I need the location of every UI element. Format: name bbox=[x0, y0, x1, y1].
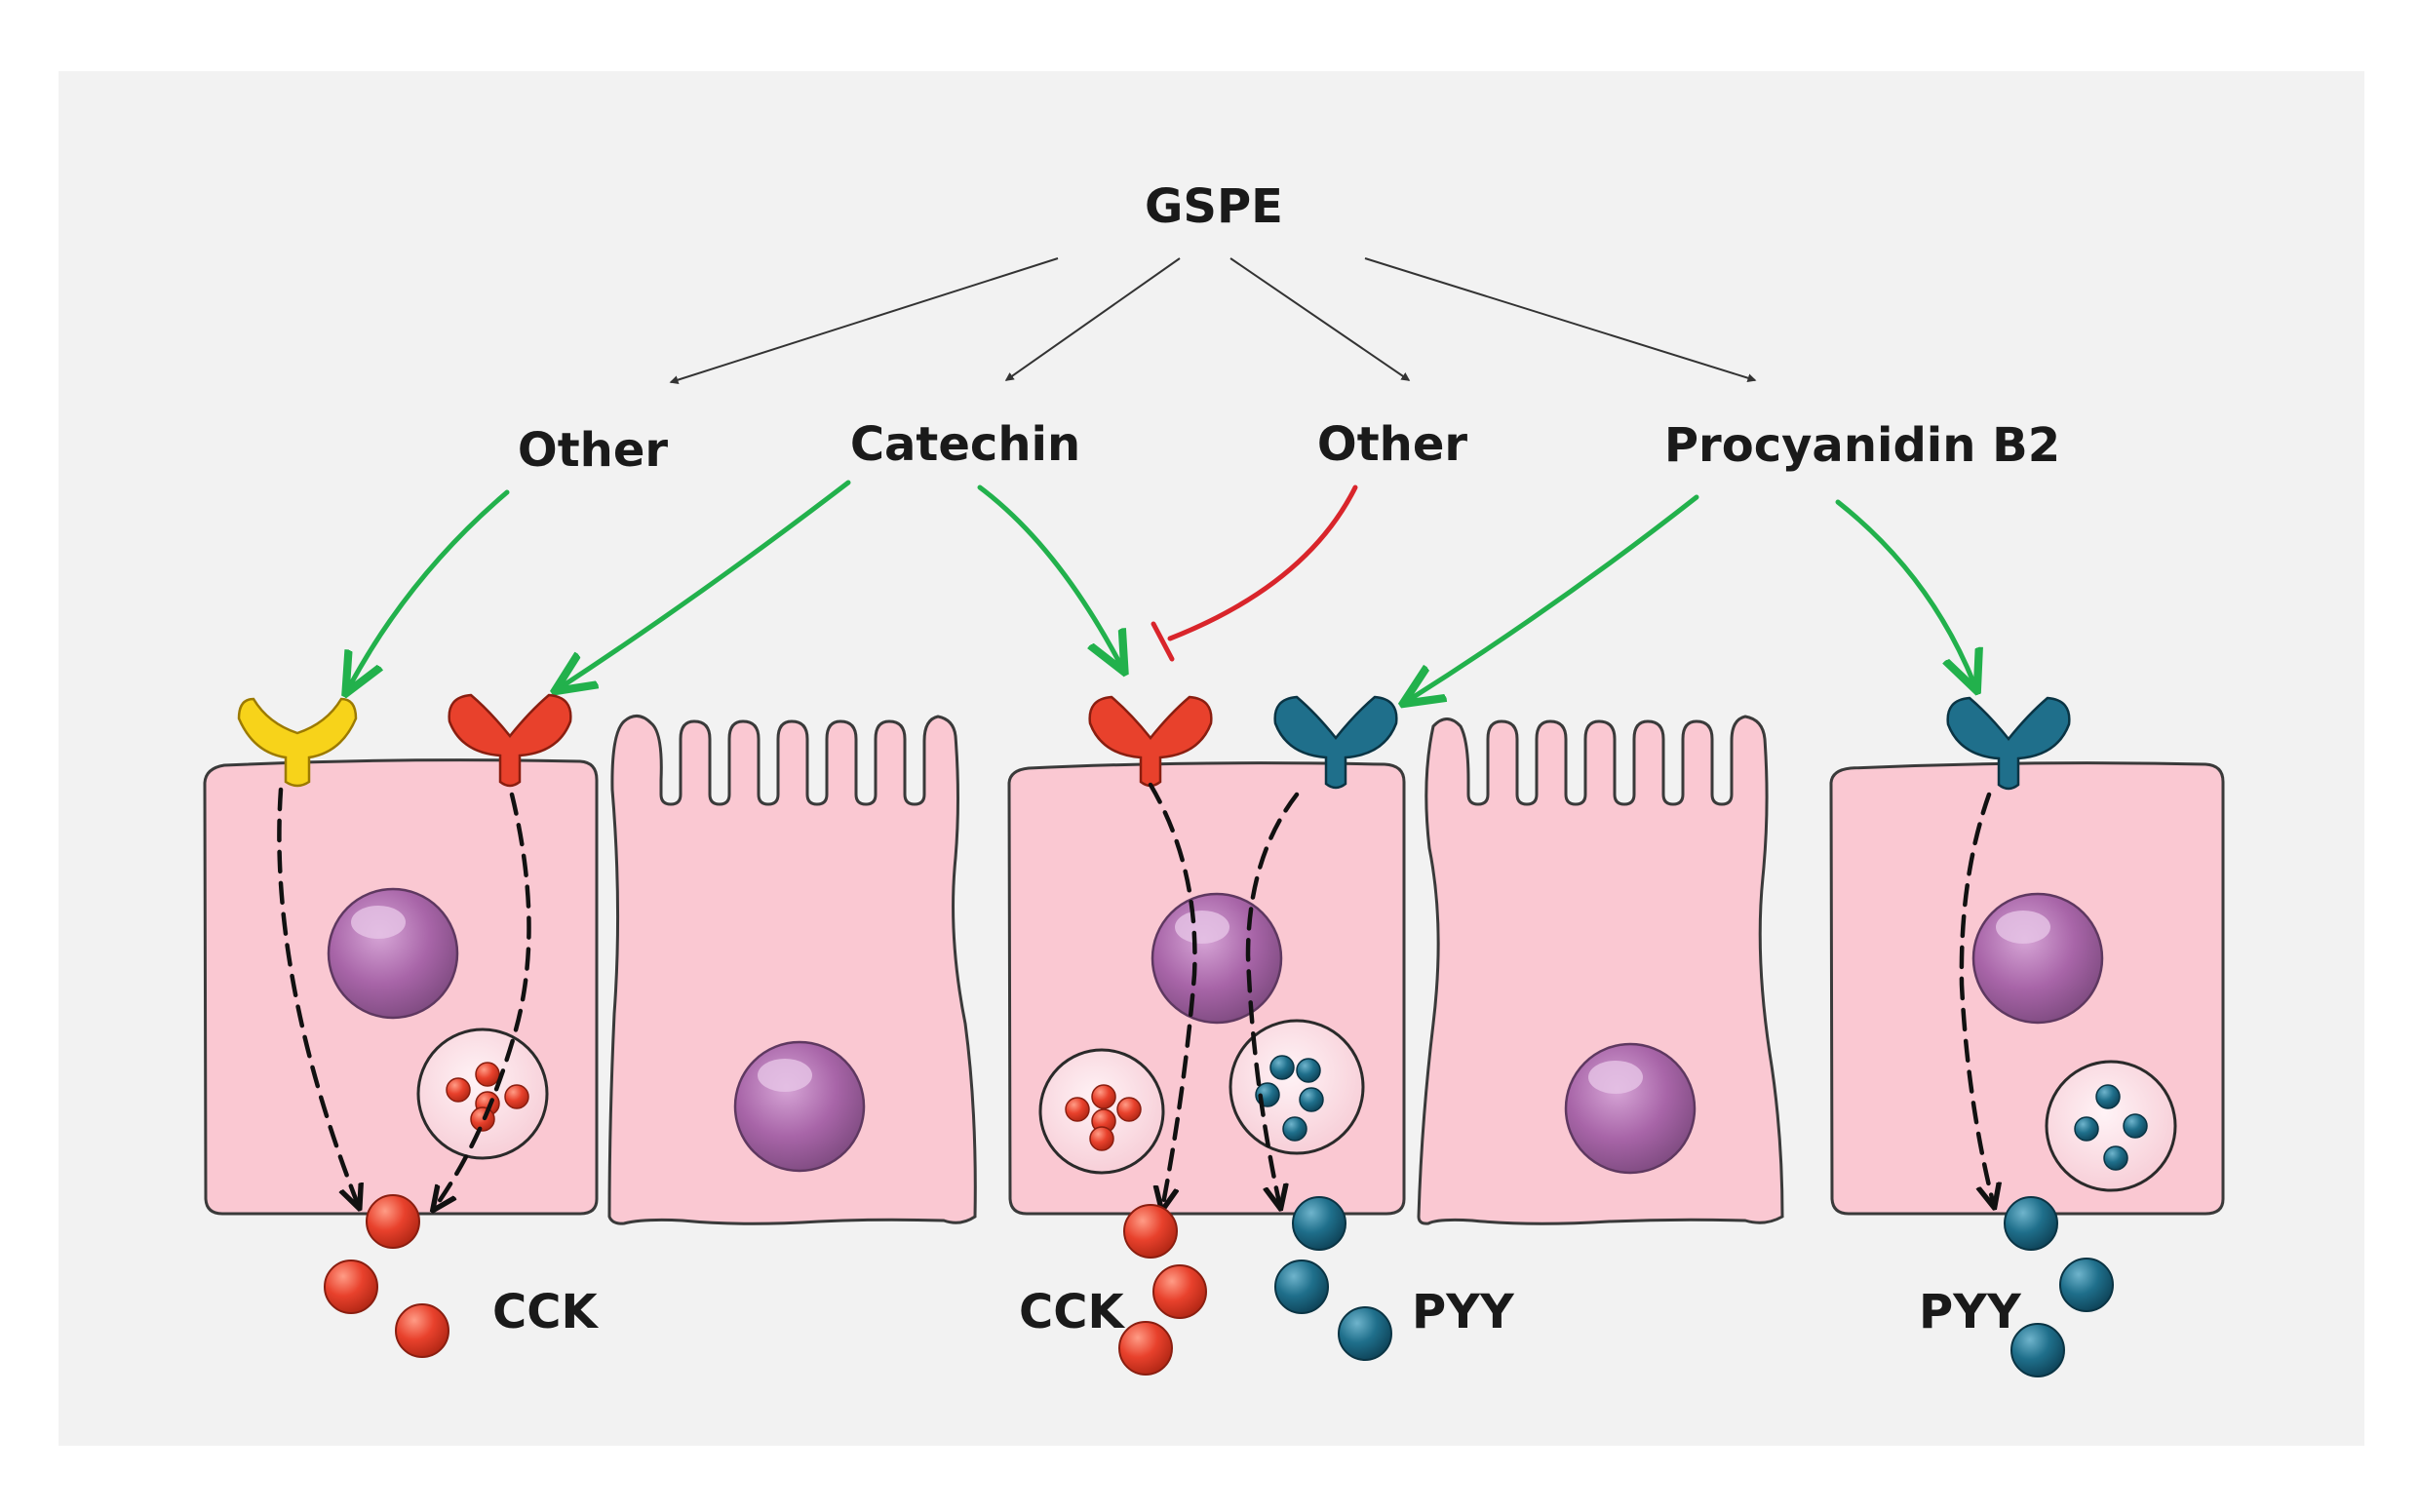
label-other-right: Other bbox=[1317, 417, 1467, 472]
cck-granule bbox=[1123, 1204, 1178, 1259]
arrow-gspe-to-procyanidin bbox=[1364, 257, 1757, 383]
path-red-receptor-to-cck bbox=[434, 792, 531, 1209]
diagram-background bbox=[59, 71, 2364, 1446]
pyy-granule bbox=[2004, 1196, 2058, 1251]
receptor-teal-cell-3 bbox=[1946, 696, 2071, 791]
arrow-procyanidin-to-teal-receptor-middle bbox=[1409, 494, 1699, 700]
arrow-catechin-to-red-receptor-middle bbox=[977, 485, 1121, 666]
cck-granule bbox=[324, 1260, 378, 1314]
cck-granule bbox=[395, 1303, 449, 1358]
nucleus-highlights bbox=[351, 906, 2050, 1094]
pyy-granule bbox=[2059, 1258, 2114, 1312]
label-other-left: Other bbox=[518, 423, 668, 478]
path-yellow-receptor-to-cck bbox=[277, 787, 359, 1207]
vesicle-pyy-cell-2 bbox=[1229, 1019, 1365, 1155]
enterocyte-1 bbox=[607, 715, 977, 1225]
label-gspe: GSPE bbox=[1145, 179, 1283, 234]
receptor-red-cell-1 bbox=[448, 693, 572, 788]
activation-arrows bbox=[349, 480, 1974, 700]
signalling-paths bbox=[277, 782, 1994, 1209]
label-pyy-right: PYY bbox=[1919, 1285, 2022, 1339]
pyy-granule bbox=[1338, 1306, 1392, 1361]
pyy-granule bbox=[1274, 1260, 1329, 1314]
cck-granule bbox=[1118, 1321, 1173, 1376]
pyy-granule bbox=[2010, 1323, 2065, 1377]
arrow-other-to-yellow-receptor bbox=[349, 489, 510, 687]
receptor-yellow-cell-1 bbox=[237, 697, 358, 788]
inhibition-bar bbox=[1151, 621, 1175, 662]
path-teal-receptor-cell-2-to-pyy bbox=[1245, 792, 1300, 1207]
receptor-teal-cell-2 bbox=[1273, 695, 1398, 790]
label-cck-middle: CCK bbox=[1019, 1285, 1125, 1339]
arrow-gspe-to-other-right bbox=[1229, 257, 1411, 381]
label-procyanidin-b2: Procyanidin B2 bbox=[1664, 418, 2060, 473]
arrow-gspe-to-catechin bbox=[1004, 257, 1181, 381]
inhibition-arrow bbox=[1151, 485, 1358, 662]
released-pyy-granules bbox=[1274, 1196, 2114, 1377]
cck-granule bbox=[1152, 1264, 1207, 1319]
inhibition-line-other-to-red-receptor bbox=[1167, 485, 1358, 641]
arrow-gspe-to-other-left bbox=[669, 257, 1059, 385]
cck-granule bbox=[366, 1194, 420, 1249]
label-catechin: Catechin bbox=[850, 417, 1080, 472]
label-pyy-middle: PYY bbox=[1412, 1285, 1515, 1339]
path-teal-receptor-cell-3-to-pyy bbox=[1959, 792, 1994, 1206]
arrow-procyanidin-to-teal-receptor-right bbox=[1835, 499, 1974, 684]
vesicle-granules-pyy bbox=[1255, 1055, 2148, 1171]
arrow-catechin-to-red-receptor-left bbox=[561, 480, 851, 687]
label-cck-left: CCK bbox=[492, 1285, 599, 1339]
receptor-red-cell-2 bbox=[1088, 695, 1213, 788]
released-cck-granules bbox=[324, 1194, 1207, 1376]
pyy-granule bbox=[1292, 1196, 1346, 1251]
vesicle-pyy-cell-3 bbox=[2045, 1060, 2177, 1192]
gspe-branch-arrows bbox=[669, 257, 1757, 385]
path-red-receptor-cell-2-to-cck bbox=[1148, 782, 1197, 1209]
